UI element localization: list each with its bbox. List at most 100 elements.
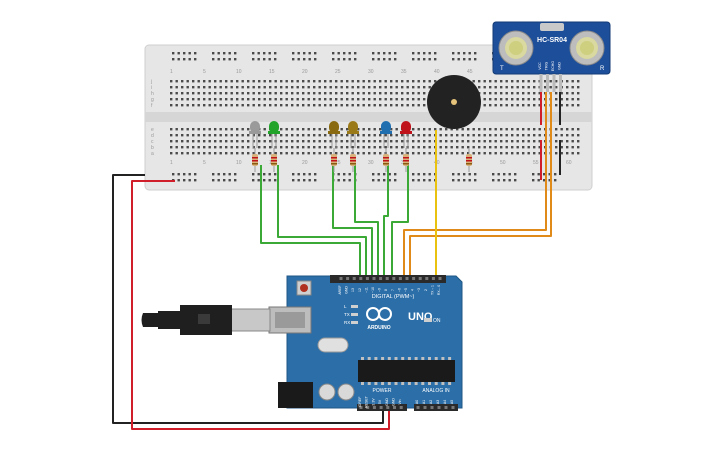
breadboard-hole (555, 92, 558, 95)
breadboard-hole (241, 128, 244, 131)
breadboard-hole (291, 92, 294, 95)
resistor (271, 148, 277, 172)
breadboard-hole (175, 146, 178, 149)
breadboard-hole (423, 98, 426, 101)
breadboard-hole (406, 80, 409, 83)
analog-pin-label: A3 (436, 400, 440, 404)
breadboard-hole (428, 80, 431, 83)
breadboard-hole (252, 152, 255, 155)
breadboard-hole (401, 152, 404, 155)
column-number-top: 25 (335, 69, 341, 75)
breadboard-hole (401, 86, 404, 89)
breadboard-hole (340, 98, 343, 101)
breadboard-hole (500, 92, 503, 95)
breadboard-hole (307, 146, 310, 149)
breadboard-hole (417, 92, 420, 95)
breadboard-hole (285, 98, 288, 101)
breadboard-hole (170, 134, 173, 137)
breadboard-hole (571, 92, 574, 95)
breadboard-hole (388, 52, 391, 55)
breadboard-hole (450, 140, 453, 143)
breadboard-hole (219, 104, 222, 107)
breadboard-hole (555, 152, 558, 155)
breadboard-hole (268, 52, 271, 55)
column-number-bottom: 25 (335, 160, 341, 166)
digital-pin-label: ~9 (378, 288, 382, 292)
breadboard-hole (478, 80, 481, 83)
breadboard-hole (368, 128, 371, 131)
breadboard-hole (406, 86, 409, 89)
breadboard-hole (258, 146, 261, 149)
breadboard-hole (351, 134, 354, 137)
breadboard-hole (522, 86, 525, 89)
breadboard-hole (247, 86, 250, 89)
breadboard-hole (313, 152, 316, 155)
breadboard-hole (170, 98, 173, 101)
column-number-bottom: 5 (203, 160, 206, 166)
breadboard-hole (566, 98, 569, 101)
breadboard-hole (343, 179, 346, 182)
breadboard-hole (181, 128, 184, 131)
breadboard-hole (489, 92, 492, 95)
breadboard-hole (307, 134, 310, 137)
breadboard-hole (472, 128, 475, 131)
breadboard-hole (252, 104, 255, 107)
breadboard-hole (258, 152, 261, 155)
breadboard-hole (394, 58, 397, 61)
breadboard-hole (538, 128, 541, 131)
breadboard-hole (373, 104, 376, 107)
breadboard-hole (236, 128, 239, 131)
breadboard-hole (516, 80, 519, 83)
breadboard-hole (214, 128, 217, 131)
breadboard-hole (252, 140, 255, 143)
power-pin-label: 5V (378, 399, 382, 404)
breadboard-hole (241, 104, 244, 107)
breadboard-hole (329, 98, 332, 101)
breadboard-hole (468, 52, 471, 55)
breadboard-hole (362, 80, 365, 83)
breadboard-hole (417, 80, 420, 83)
breadboard-hole (170, 86, 173, 89)
breadboard-hole (252, 86, 255, 89)
breadboard-hole (241, 92, 244, 95)
breadboard-hole (181, 146, 184, 149)
breadboard-hole (228, 52, 231, 55)
breadboard-hole (522, 140, 525, 143)
sensor-pin-label: ECHO (551, 61, 555, 71)
breadboard-hole (247, 98, 250, 101)
breadboard-hole (492, 173, 495, 176)
breadboard-hole (318, 152, 321, 155)
power-pin-label: GND (385, 398, 389, 406)
breadboard-hole (428, 146, 431, 149)
breadboard-hole (181, 86, 184, 89)
breadboard-hole (505, 152, 508, 155)
wire-orange-2 (403, 92, 547, 278)
breadboard-hole (500, 128, 503, 131)
breadboard-hole (302, 98, 305, 101)
breadboard-hole (308, 58, 311, 61)
row-letter: h (151, 91, 154, 97)
breadboard-hole (318, 92, 321, 95)
breadboard-hole (384, 86, 387, 89)
breadboard-hole (537, 173, 540, 176)
breadboard-hole (247, 140, 250, 143)
breadboard-hole (533, 86, 536, 89)
breadboard-hole (197, 152, 200, 155)
breadboard-hole (302, 152, 305, 155)
led-gray (249, 121, 261, 148)
breadboard-hole (527, 92, 530, 95)
breadboard-hole (384, 140, 387, 143)
breadboard-hole (192, 146, 195, 149)
breadboard-hole (439, 152, 442, 155)
breadboard-hole (346, 104, 349, 107)
breadboard-hole (197, 86, 200, 89)
breadboard-hole (428, 128, 431, 131)
breadboard-hole (555, 140, 558, 143)
column-number-top: 35 (401, 69, 407, 75)
breadboard-hole (230, 104, 233, 107)
breadboard-hole (412, 92, 415, 95)
breadboard-hole (516, 86, 519, 89)
breadboard-hole (219, 98, 222, 101)
breadboard-hole (346, 134, 349, 137)
breadboard-hole (577, 86, 580, 89)
